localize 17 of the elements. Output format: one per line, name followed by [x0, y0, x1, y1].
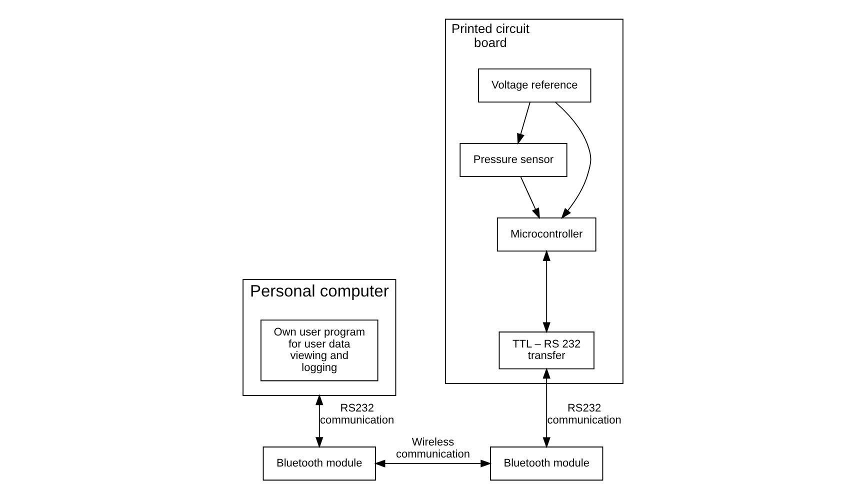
arrow	[554, 102, 592, 219]
node-box: Microcontroller	[496, 217, 596, 252]
edge-label: RS232 communication	[320, 402, 394, 427]
arrow	[542, 368, 550, 448]
arrow	[374, 460, 492, 468]
node-box: Bluetooth module	[262, 446, 376, 481]
node-box: Own user program for user data viewing and logging	[260, 320, 378, 382]
arrow	[542, 250, 550, 334]
arrow	[316, 394, 324, 448]
arrow	[520, 176, 540, 220]
edge-label: RS232 communication	[547, 402, 622, 427]
node-box: Pressure sensor	[460, 142, 568, 177]
node-box: Bluetooth module	[490, 446, 604, 481]
node-box: Voltage reference	[478, 68, 592, 102]
arrow	[517, 102, 531, 145]
node-box: TTL – RS 232 transfer	[498, 332, 594, 370]
edge-label: Wireless communication	[396, 436, 470, 461]
